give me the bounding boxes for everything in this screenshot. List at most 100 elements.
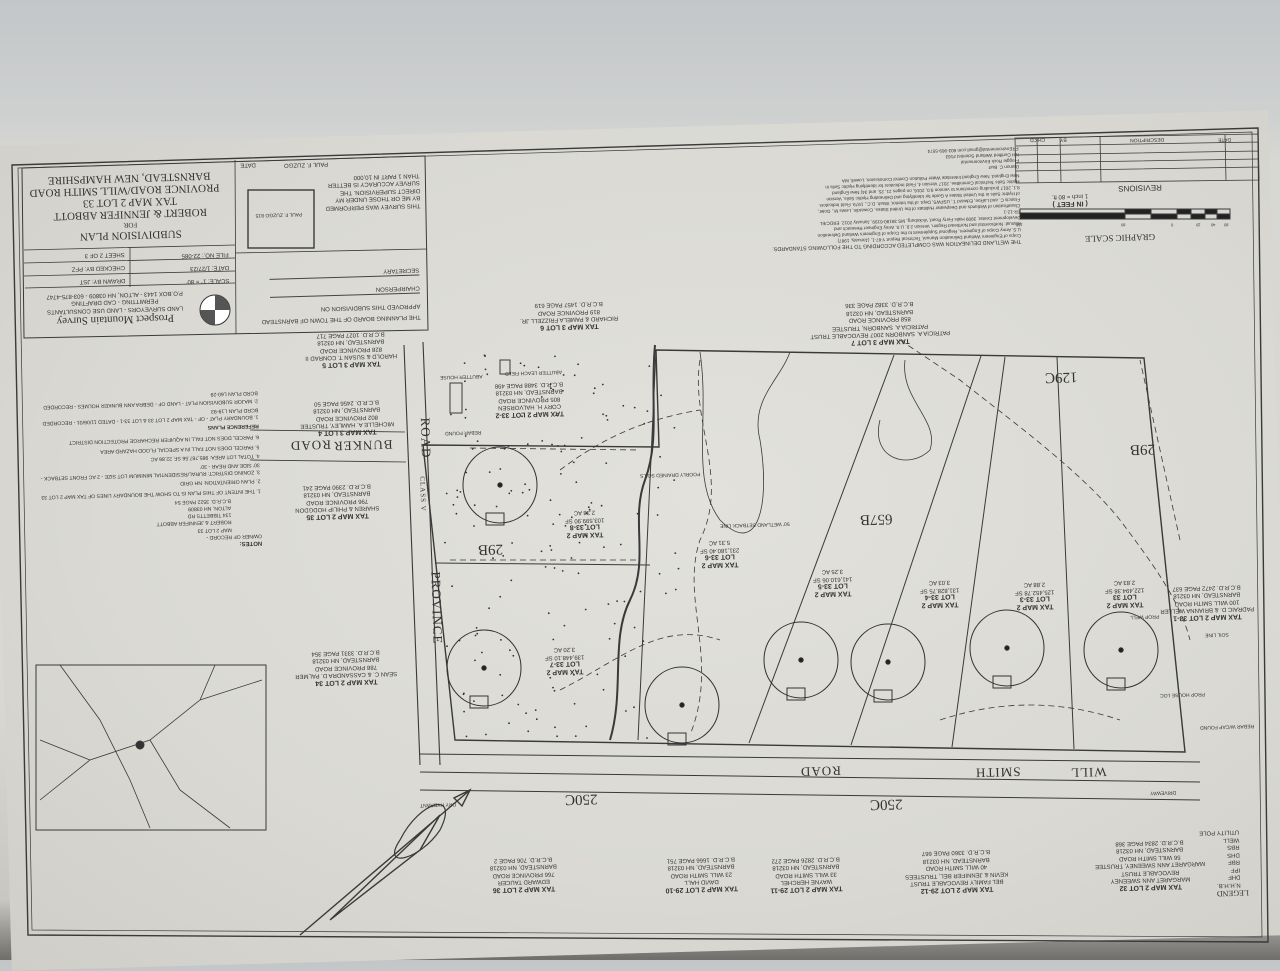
wetland-dot	[560, 473, 562, 475]
wetland-standards: THE WETLAND DELINEATION WAS COMPLETED AC…	[689, 145, 1021, 254]
wetland-dot	[495, 505, 498, 508]
wetland-dot	[658, 572, 661, 575]
lot-label-heading: TAX MAP 2	[814, 589, 852, 598]
wetland-dot	[464, 435, 467, 437]
scale-tick: 0	[1170, 222, 1174, 228]
wetland-dot	[550, 549, 553, 551]
subdivision-boundary	[422, 349, 1186, 753]
wetland-dot	[475, 627, 478, 629]
well-radius-circle	[763, 621, 839, 699]
wetland-dot	[605, 414, 608, 417]
wetland-dot	[547, 612, 550, 615]
wetland-dot	[660, 394, 662, 397]
lot-label-heading: TAX MAP 2	[701, 560, 739, 569]
proposed-house-icon	[485, 512, 505, 526]
wetland-dot	[510, 579, 513, 582]
wetland-dot	[540, 550, 543, 553]
wetland-dot	[523, 364, 526, 367]
chairperson-label: CHAIRPERSON	[269, 281, 420, 298]
wetland-dot	[549, 499, 552, 502]
wetland-dot	[459, 491, 462, 493]
wetland-dot	[464, 380, 466, 383]
firm-block: Prospect Mountain Survey LAND SURVEYORS …	[40, 288, 191, 328]
lot-line	[434, 562, 651, 566]
wetland-dot	[552, 638, 555, 641]
abutter-house	[449, 382, 463, 414]
wetland-dot	[526, 514, 529, 517]
wetland-dot	[600, 504, 603, 507]
wetland-dot	[639, 590, 642, 593]
wetland-dot	[624, 655, 627, 658]
north-arrow	[299, 788, 472, 936]
poorly-drained-soils-boundary	[699, 351, 932, 534]
lot-line	[1056, 356, 1075, 750]
wetland-dot	[588, 508, 591, 511]
wetland-dot	[552, 523, 555, 525]
wetland-dot	[463, 710, 465, 713]
wetland-dot	[558, 513, 561, 516]
title-block: SUBDIVISION PLAN FOR ROBERT & JENNIFER A…	[29, 169, 221, 243]
wetland-dot	[511, 542, 513, 544]
wetland-dot	[673, 479, 676, 481]
wetland-dot	[464, 416, 467, 419]
wetland-dot	[642, 640, 645, 642]
wetland-dot	[587, 506, 590, 509]
will-smith-road	[419, 753, 1201, 801]
scale-tick: 80	[1223, 222, 1229, 228]
proposed-house-icon	[1106, 677, 1126, 691]
wetland-dot	[534, 709, 537, 711]
stamp-text: PAUL F. ZUZGO 815	[255, 210, 303, 219]
well-radius-circle	[644, 666, 720, 744]
wetland-dot	[659, 455, 661, 458]
wetland-dot	[605, 462, 608, 464]
wetland-dot	[474, 659, 476, 662]
wetland-dot	[585, 512, 588, 515]
lot-label-line: 131,828.75 SF	[919, 586, 960, 594]
wetland-dot	[499, 673, 502, 676]
wetland-dot	[444, 541, 446, 544]
proposed-house-icon	[992, 675, 1012, 689]
lot-label-heading: TAX MAP 2	[546, 667, 584, 676]
wetland-dot	[474, 634, 477, 637]
proposed-well-icon	[679, 702, 685, 708]
wetland-dot	[563, 624, 566, 627]
cert-date-label: DATE	[240, 161, 256, 168]
wetland-dot	[549, 676, 552, 679]
scale-tick: 80	[1120, 222, 1126, 228]
plan-callout: REBAR FOUND	[444, 428, 482, 437]
wetland-dot	[577, 572, 580, 575]
wetland-dot	[510, 489, 513, 492]
wetland-dot	[456, 489, 459, 492]
proposed-house-icon	[469, 695, 489, 709]
scale-tick: 160	[1015, 222, 1023, 228]
sheet-border-inner	[17, 131, 1263, 938]
wetland-dot	[607, 603, 610, 605]
soil-line	[559, 409, 721, 691]
plan-callout: DRIVEWAY	[1149, 789, 1177, 796]
wetland-dot	[488, 471, 491, 473]
well-radius-circle	[462, 446, 538, 524]
wetland-dot	[445, 492, 448, 495]
wetland-dot	[451, 585, 453, 588]
wetland-dot	[563, 444, 566, 447]
firm-logo	[199, 294, 231, 326]
wetland-dot	[601, 383, 604, 386]
wetland-dot	[673, 426, 676, 429]
wetland-dot	[619, 543, 622, 546]
smith-road-label: SMITH	[974, 764, 1021, 781]
wetland-dot	[486, 373, 489, 376]
well-radius-circle	[850, 623, 926, 701]
wetland-dot	[508, 722, 510, 725]
lot-label-line: 139,448.10 SF	[544, 653, 585, 661]
wetland-dot	[553, 567, 556, 569]
bunker-road-label: BUNKER	[332, 437, 393, 454]
